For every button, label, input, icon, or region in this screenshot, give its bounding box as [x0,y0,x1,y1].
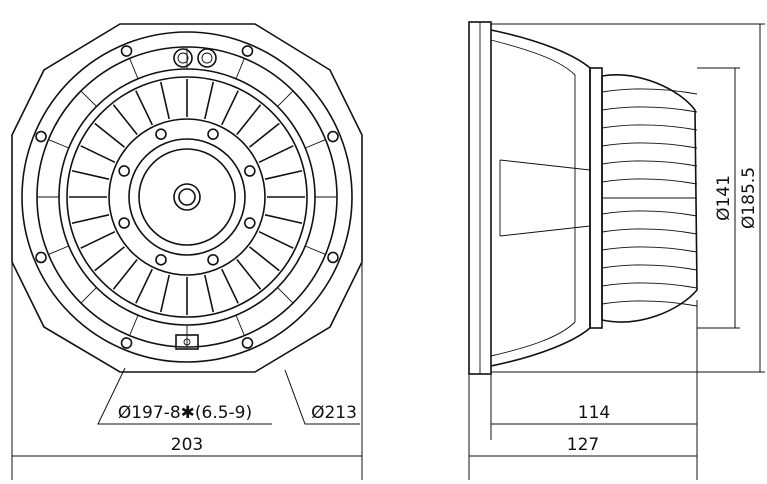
frame-inner-ring [21,31,353,363]
basket-rib [80,287,97,304]
fin-line [135,268,154,304]
fin-line [236,259,262,290]
fin-line [112,104,138,135]
mounting-hole [120,337,133,349]
fin-line [159,81,170,120]
fin-line [80,230,116,249]
fin-line [220,268,239,304]
pole-ring [128,138,246,256]
front-view [11,23,363,373]
basket-rib [305,245,326,255]
basket-rib [235,58,245,79]
basket-inner [490,39,576,357]
bolt-hole [118,165,130,177]
mounting-hole [35,251,47,264]
fin-curve [601,282,698,289]
bottom-tab-hole [183,338,191,346]
bolt-hole [155,254,167,266]
front-dimensions: Ø197-8✱(6.5-9) Ø213 203 [11,140,363,480]
fin-curve [601,210,698,217]
top-plate [589,67,603,329]
basket-rib [235,315,245,336]
mounting-hole [35,130,47,143]
leader-197 [97,367,272,425]
basket-rib [48,139,69,149]
basket-rib [277,287,294,304]
terminal-right [197,48,217,68]
fin-line [258,230,294,249]
fin-line [249,122,280,148]
dust-cap [138,148,236,246]
fin-curve [601,106,698,113]
fin-curve [601,88,698,95]
basket-rib [48,245,69,255]
bolt-hole [207,128,219,140]
mounting-hole [327,130,339,143]
fin-line [264,169,303,180]
bolt-hole [244,165,256,177]
fin-line [80,145,116,164]
front-frame-outline [11,23,363,373]
terminal-left [173,48,193,68]
fin-curve [601,246,698,253]
fin-curve [601,228,698,235]
total-depth-label: 127 [567,435,599,455]
fin-line [204,81,215,120]
fin-curve [601,160,698,167]
bolt-hole [207,254,219,266]
fin-line [135,90,154,126]
magnet-ring [108,118,266,276]
cone-outer [66,76,308,318]
fin-curve [601,264,698,271]
fin-line [94,122,125,148]
bolt-hole [155,128,167,140]
depth-label: 114 [578,403,610,423]
basket-rib [129,315,139,336]
fin-line [71,169,110,180]
fin-line [159,274,170,313]
fin-line [220,90,239,126]
bolt-hole [244,217,256,229]
basket-diameter-label: Ø185.5 [739,167,759,229]
side-view [468,21,698,375]
mounting-holes [35,45,339,349]
mounting-hole [241,337,254,349]
fin-line [112,259,138,290]
basket-rib [305,139,326,149]
fin-curve [601,142,698,149]
basket-rib [129,58,139,79]
basket-rib [277,90,294,107]
leader-213 [284,369,360,425]
cooling-fins [69,79,305,315]
fin-curve [601,178,698,185]
fin-line [204,274,215,313]
fin-line [71,214,110,225]
magnet-diameter-label: Ø141 [714,175,734,221]
fin-line [236,104,262,135]
fin-line [264,214,303,225]
magnet-body [601,74,698,323]
terminal-right-inner [201,52,213,64]
fin-line [94,246,125,272]
mounting-hole [241,45,254,57]
center-spoke [499,159,591,237]
vent-hole [173,183,201,211]
mounting-hole [120,45,133,57]
vent-inner [178,188,196,206]
bottom-tab [175,334,199,350]
magnet-fins [601,88,698,307]
side-dimensions: Ø141 Ø185.5 114 127 [468,23,765,480]
fin-line [249,246,280,272]
magnet-bolts [118,128,256,266]
fin-line [258,145,294,164]
width-label: 203 [171,435,203,455]
mount-hole-label: Ø197-8✱(6.5-9) [118,403,252,423]
basket-rib [80,90,97,107]
outer-diameter-label: Ø213 [311,403,357,423]
mounting-hole [327,251,339,264]
fin-curve [601,300,698,307]
bolt-hole [118,217,130,229]
terminal-left-inner [177,52,189,64]
fin-curve [601,124,698,131]
